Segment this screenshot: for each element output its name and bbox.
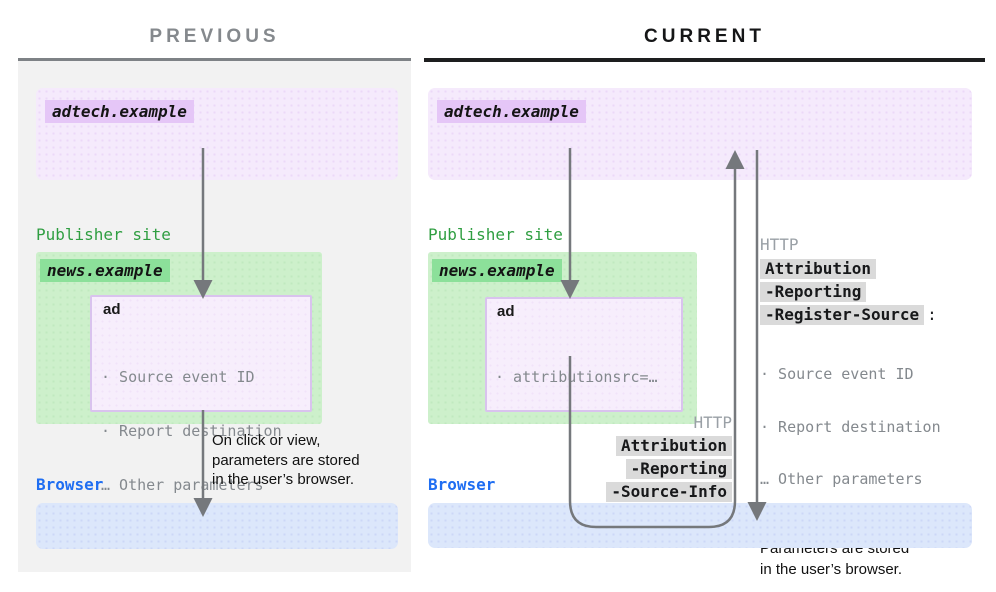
http-protocol-label: HTTP: [760, 235, 799, 254]
previous-browser-box: [36, 503, 398, 549]
param-line: … Other parameters: [760, 470, 923, 488]
arrowhead-down: [747, 502, 767, 521]
previous-publisher-site-label: Publisher site: [36, 225, 171, 244]
current-browser-box: [428, 503, 972, 548]
http-protocol-label: HTTP: [693, 413, 732, 432]
previous-ad-title: ad: [103, 301, 121, 318]
previous-ad-params: · Source event ID · Report destination ……: [101, 332, 282, 530]
current-adtech-label: adtech.example: [437, 100, 586, 123]
http-header-line: -Reporting: [760, 282, 867, 302]
arrowhead-down: [193, 280, 213, 299]
http-header-line: Attribution: [760, 259, 876, 279]
param-line: · attributionsrc=…: [495, 368, 658, 386]
param-line: · Source event ID: [760, 365, 914, 383]
param-line: · Report destination: [101, 422, 282, 440]
http-header-line: -Source-Info: [606, 482, 732, 502]
current-ad-title: ad: [497, 303, 515, 320]
current-u-turn-arrow: [568, 168, 737, 529]
current-ad-box: [485, 297, 683, 412]
previous-news-label: news.example: [40, 259, 170, 282]
current-browser-label: Browser: [428, 475, 496, 494]
http-register-source-params: · Source event ID · Report destination ……: [760, 331, 992, 524]
arrowhead-down: [193, 498, 213, 517]
http-register-source-block: HTTP Attribution -Reporting -Register-So…: [760, 235, 992, 580]
previous-ad-box: [90, 295, 312, 412]
http-source-info-block: HTTP Attribution -Reporting -Source-Info: [520, 413, 732, 502]
http-header-line: -Reporting: [625, 459, 732, 479]
previous-column-title: PREVIOUS: [149, 26, 280, 47]
previous-underline: [18, 58, 411, 61]
param-line: … Other parameters: [101, 476, 264, 494]
previous-adtech-label: adtech.example: [45, 100, 194, 123]
http-header-colon: :: [927, 305, 937, 324]
current-column-title: CURRENT: [644, 26, 765, 47]
arrowhead-down: [560, 280, 580, 299]
param-line: · Report destination: [760, 417, 941, 436]
previous-browser-label: Browser: [36, 475, 104, 494]
previous-storage-note: On click or view, parameters are stored …: [212, 432, 360, 488]
arrowhead-up: [725, 150, 745, 169]
current-ad-params: · attributionsrc=…: [495, 332, 658, 422]
http-header-line: -Register-Source: [760, 305, 925, 325]
param-line: · Source event ID: [101, 368, 255, 386]
current-news-label: news.example: [432, 259, 562, 282]
current-publisher-site-label: Publisher site: [428, 225, 563, 244]
current-underline: [424, 58, 985, 62]
http-header-line: Attribution: [616, 436, 732, 456]
